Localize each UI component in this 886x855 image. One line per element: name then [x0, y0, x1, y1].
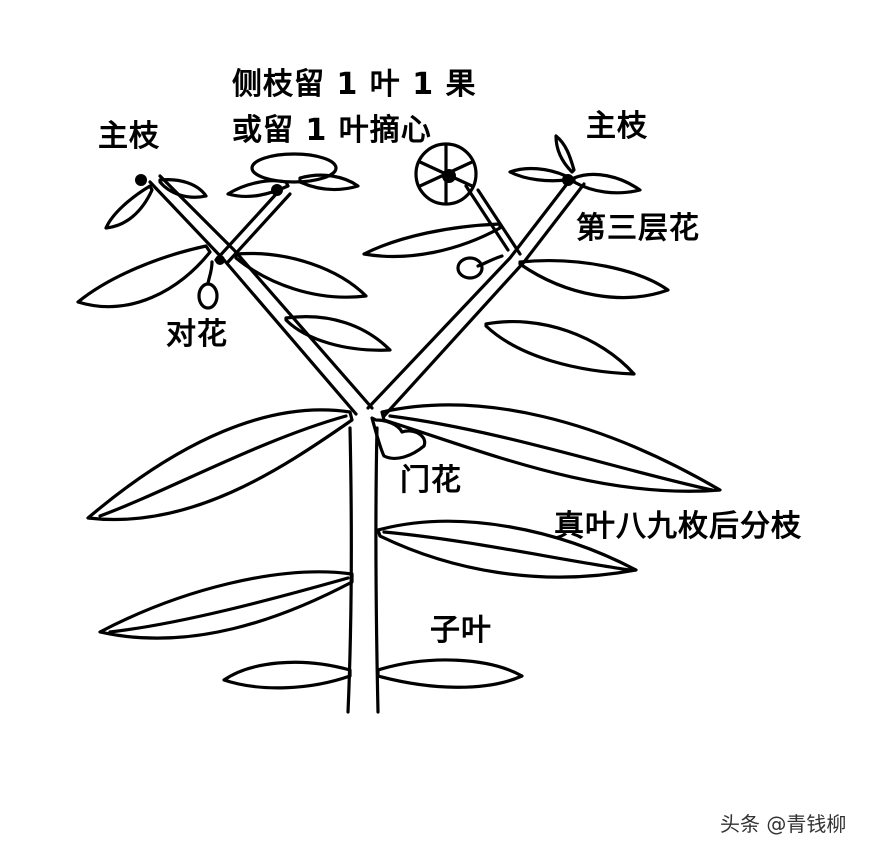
label-main-branch-right: 主枝	[586, 109, 648, 144]
label-branching-note: 真叶八九枚后分枝	[554, 509, 802, 544]
leaf-left-branch-outer	[78, 246, 210, 307]
leaf-left-mid-vein	[110, 578, 348, 632]
paired-flower-stalk	[208, 262, 212, 284]
watermark: 头条 @青钱柳	[720, 812, 847, 836]
label-main-branch-left: 主枝	[98, 119, 160, 154]
leaf-left-branch-upper	[236, 253, 366, 297]
label-cotyledon: 子叶	[430, 613, 492, 648]
side-branch-fruit	[252, 154, 336, 182]
leaf-side-branch	[228, 175, 358, 196]
leaf-left-large-vein	[100, 416, 346, 516]
main-stem	[348, 428, 378, 712]
label-side-branch-line1: 侧枝留 1 叶 1 果	[232, 67, 477, 102]
leaf-right-large	[382, 405, 720, 491]
leaf-right-mid-vein	[384, 532, 630, 570]
label-third-layer-flower: 第三层花	[576, 211, 700, 246]
label-side-branch-line2: 或留 1 叶摘心	[232, 113, 432, 148]
left-side-branch	[216, 192, 290, 262]
leaf-left-large	[88, 410, 352, 520]
paired-flower-bud	[199, 284, 217, 308]
label-paired-flower: 对花	[166, 317, 228, 352]
leaf-left-mid	[100, 572, 352, 638]
label-door-flower: 门花	[400, 463, 462, 498]
leaf-right-branch-outer	[364, 224, 500, 256]
leaf-right-branch-upper	[520, 261, 668, 298]
leaf-left-branch-lower	[286, 317, 390, 351]
leaf-right-large-vein	[390, 416, 712, 490]
cotyledon-right	[378, 660, 522, 687]
third-layer-bud	[458, 258, 482, 278]
leaf-right-mid	[378, 521, 636, 577]
right-side-branch	[466, 186, 520, 254]
leaf-top-left-b	[160, 180, 206, 198]
leaf-right-branch-lower	[486, 322, 634, 374]
leaf-top-left-a	[106, 186, 152, 228]
leaf-top-right-c	[556, 136, 574, 172]
door-flower	[372, 418, 425, 458]
cotyledon-left	[224, 662, 350, 688]
leaf-top-right-a	[574, 174, 640, 192]
third-layer-flower-bloom	[416, 144, 476, 204]
leaf-top-right-b	[510, 169, 566, 181]
third-layer-bud-stalk	[478, 256, 502, 266]
right-branch	[368, 180, 584, 416]
